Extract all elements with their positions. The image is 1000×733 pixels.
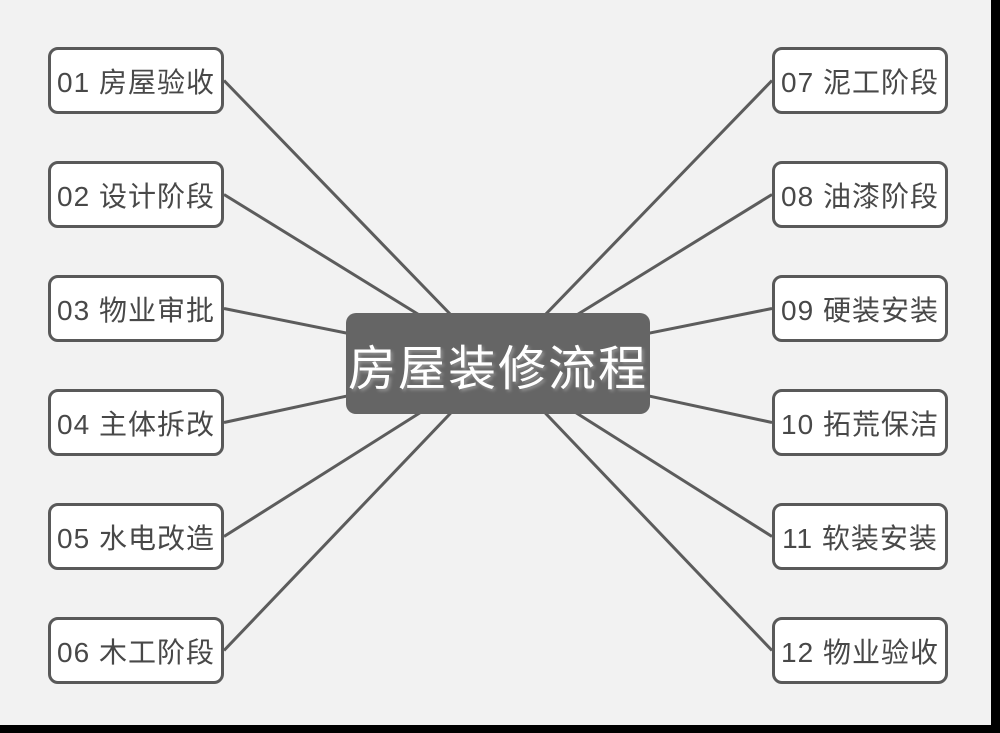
- flow-node-03: 03 物业审批: [48, 275, 224, 342]
- flow-node-07: 07 泥工阶段: [772, 47, 948, 114]
- flow-node-08: 08 油漆阶段: [772, 161, 948, 228]
- flow-node-12: 12 物业验收: [772, 617, 948, 684]
- flow-node-09: 09 硬装安装: [772, 275, 948, 342]
- flow-node-01: 01 房屋验收: [48, 47, 224, 114]
- flow-node-11: 11 软装安装: [772, 503, 948, 570]
- flow-node-06: 06 木工阶段: [48, 617, 224, 684]
- flow-node-10: 10 拓荒保洁: [772, 389, 948, 456]
- black-border-bottom: [0, 725, 1000, 733]
- flow-node-04: 04 主体拆改: [48, 389, 224, 456]
- center-node-title: 房屋装修流程: [346, 313, 650, 414]
- flow-node-05: 05 水电改造: [48, 503, 224, 570]
- black-border-right: [991, 0, 1000, 733]
- flow-node-02: 02 设计阶段: [48, 161, 224, 228]
